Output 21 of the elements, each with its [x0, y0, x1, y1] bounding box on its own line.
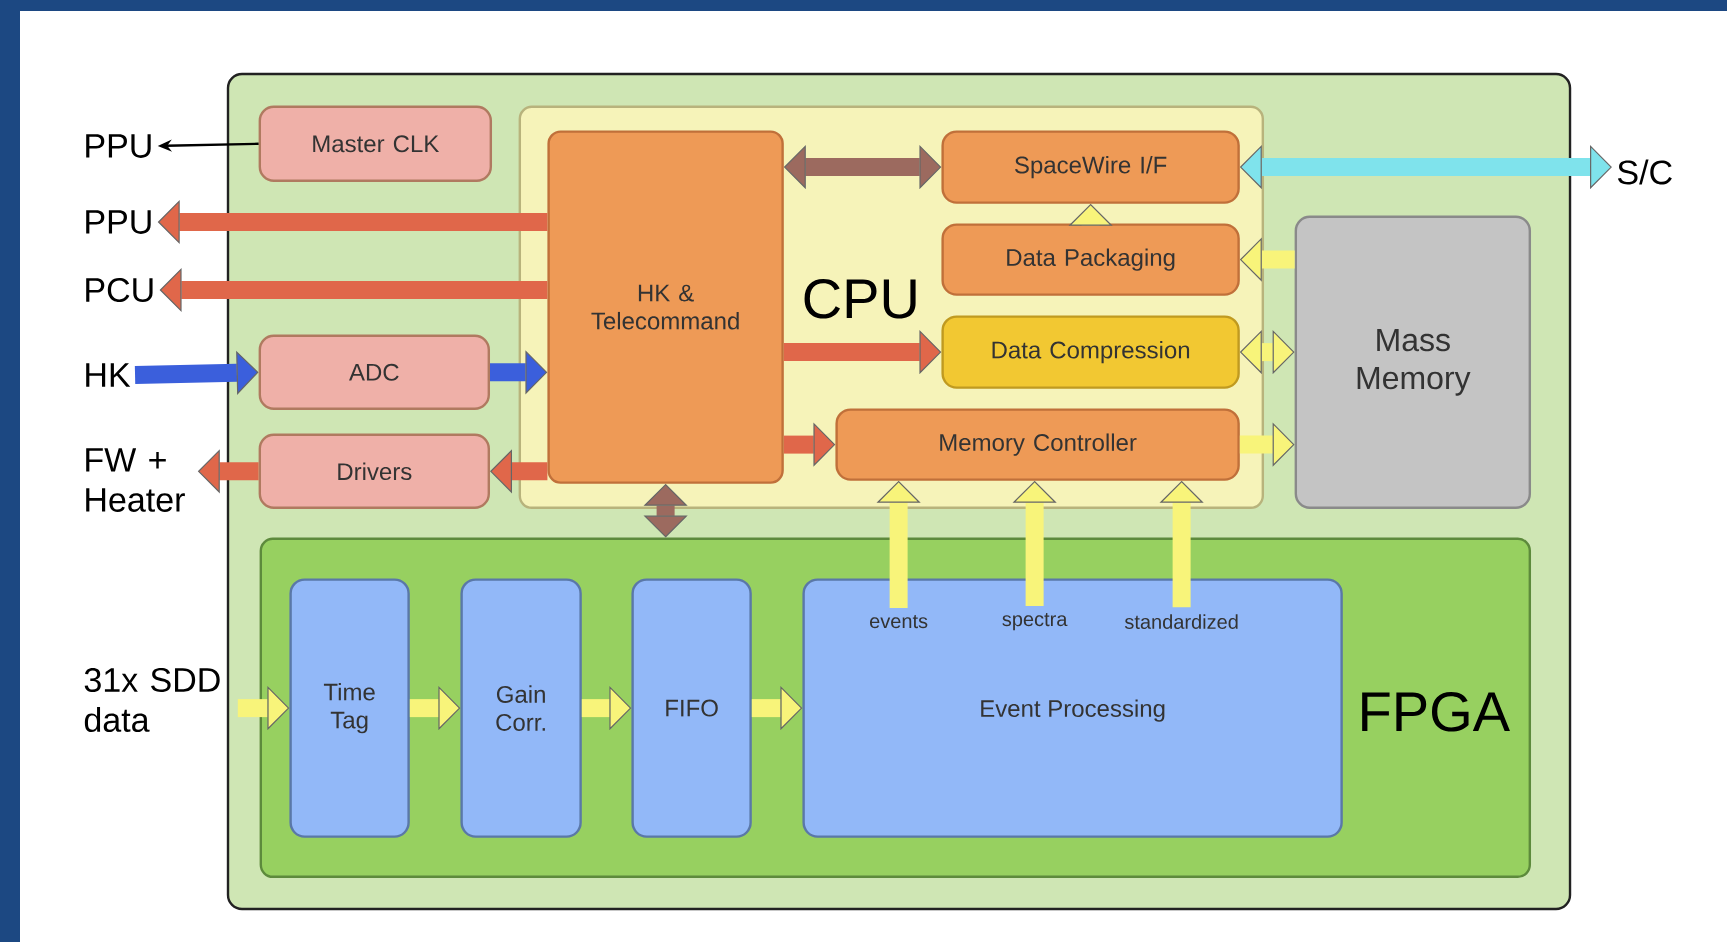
process-box: Data Packaging: [941, 223, 1240, 296]
process-box: HK & Telecommand: [547, 130, 784, 484]
port-label: HK: [86, 363, 131, 387]
memory-box: Mass Memory: [1294, 215, 1531, 509]
block-arrow: [134, 350, 259, 395]
port-label: FW + Heater: [86, 448, 185, 512]
process-box: Master CLK: [258, 105, 492, 182]
module-box: Gain Corr.: [460, 578, 582, 838]
port-label: PPU: [86, 134, 151, 158]
process-box: ADC: [258, 334, 490, 410]
process-box: Drivers: [258, 433, 490, 509]
module-box: events spectra standardized Event Processing: [802, 578, 1343, 838]
process-box: Data Compression: [941, 315, 1240, 389]
port-label: S/C: [1617, 159, 1672, 185]
port-label: 31x SDD data: [84, 667, 220, 733]
process-box: SpaceWire I/F: [941, 130, 1240, 204]
port-label: PCU: [86, 277, 153, 303]
module-box: Time Tag: [289, 578, 410, 838]
module-box: FIFO: [631, 578, 752, 838]
process-box: Memory Controller: [835, 408, 1240, 481]
port-label: PPU: [86, 210, 151, 234]
